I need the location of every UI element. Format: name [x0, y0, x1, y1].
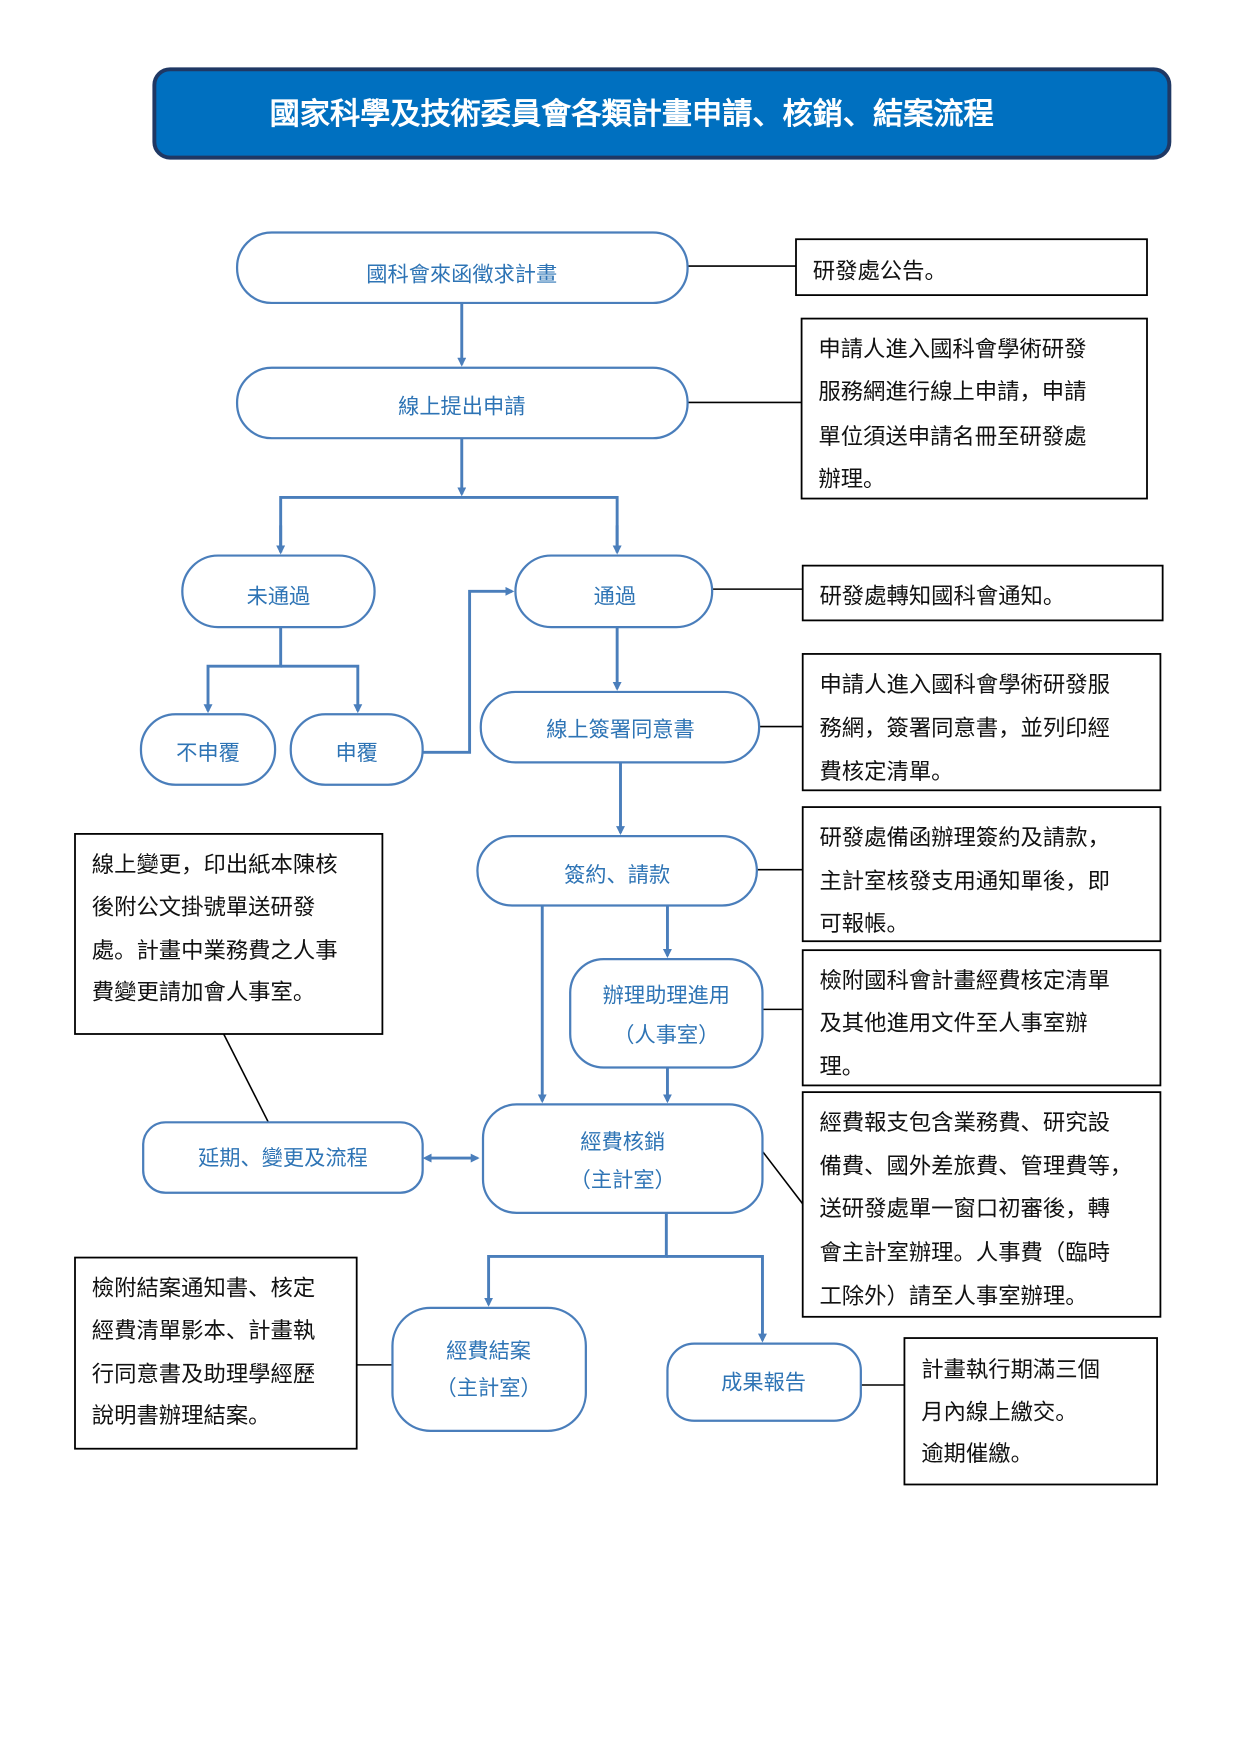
note-line: 檢附結案通知書、核定	[92, 1276, 315, 1302]
note-connectors	[222, 265, 905, 1386]
note-notify: 研發處轉知國科會通知。	[801, 564, 1164, 622]
node-label: 通過	[594, 585, 636, 610]
node-call: 國科會來函徵求計畫	[235, 231, 689, 305]
note-line: 服務網進行線上申請，申請	[818, 379, 1086, 405]
note-announce: 研發處公告。	[795, 238, 1148, 297]
node-label: 成果報告	[721, 1370, 806, 1395]
node-reimburse: 經費核銷 （主計室）	[481, 1103, 764, 1214]
node-label: （主計室）	[570, 1168, 676, 1193]
node-no-appeal: 不申覆	[139, 713, 277, 786]
node-pass: 通過	[514, 554, 714, 629]
note-line: 理。	[819, 1054, 864, 1080]
note-line: 線上變更，印出紙本陳核	[92, 852, 338, 878]
note-line: 處。計畫中業務費之人事	[92, 938, 338, 964]
note-line: 行同意書及助理學經歷	[92, 1362, 315, 1388]
note-line: 研發處公告。	[813, 258, 947, 284]
note-contract: 研發處備函辦理簽約及請款， 主計室核發支用通知單後，即 可報帳。	[801, 806, 1162, 943]
note-line: 申請人進入國科會學術研發	[818, 337, 1086, 363]
note-line: 檢附國科會計畫經費核定清單	[819, 968, 1109, 994]
node-label: 經費核銷	[580, 1130, 665, 1155]
flow-arrows	[203, 302, 767, 1343]
node-label: 線上提出申請	[398, 395, 525, 420]
node-assistant: 辦理助理進用 （人事室）	[569, 957, 764, 1069]
note-line: 申請人進入國科會學術研發服	[819, 672, 1109, 698]
page-title: 國家科學及技術委員會各類計畫申請、核銷、結案流程	[270, 96, 994, 132]
node-consent: 線上簽署同意書	[479, 690, 761, 764]
note-line: 可報帳。	[819, 911, 908, 937]
note-line: 辦理。	[818, 466, 885, 492]
note-change: 線上變更，印出紙本陳核 後附公文掛號單送研發 處。計畫中業務費之人事 費變更請加…	[74, 833, 384, 1035]
note-reimburse: 經費報支包含業務費、研究設 備費、國外差旅費、管理費等， 送研發處單一窗口初審後…	[801, 1091, 1162, 1318]
node-fail: 未通過	[181, 554, 376, 629]
note-line: 研發處轉知國科會通知。	[819, 584, 1065, 610]
node-label: 辦理助理進用	[603, 984, 730, 1009]
note-line: 主計室核發支用通知單後，即	[819, 869, 1109, 895]
note-line: 單位須送申請名冊至研發處	[818, 424, 1086, 450]
note-report: 計畫執行期滿三個 月內線上繳交。 逾期催繳。	[903, 1337, 1158, 1486]
note-consent: 申請人進入國科會學術研發服 務網，簽署同意書，並列印經 費核定清單。	[801, 653, 1162, 792]
node-label: 未通過	[247, 585, 311, 610]
note-line: 及其他進用文件至人事室辦	[819, 1011, 1087, 1037]
note-line: 逾期催繳。	[921, 1441, 1033, 1467]
note-line: 送研發處單一窗口初審後，轉	[819, 1196, 1109, 1222]
note-line: 經費報支包含業務費、研究設	[819, 1110, 1109, 1136]
note-line: 務網，簽署同意書，並列印經	[819, 716, 1109, 742]
note-line: 經費清單影本、計畫執	[92, 1318, 315, 1344]
note-line: 工除外）請至人事室辦理。	[819, 1283, 1087, 1309]
node-closing: 經費結案 （主計室）	[391, 1306, 587, 1432]
node-label: （主計室）	[436, 1376, 542, 1401]
note-line: 會主計室辦理。人事費（臨時	[819, 1240, 1109, 1266]
node-label: 申覆	[335, 741, 377, 766]
node-appeal: 申覆	[289, 713, 424, 786]
note-apply: 申請人進入國科會學術研發 服務網進行線上申請，申請 單位須送申請名冊至研發處 辦…	[800, 317, 1148, 500]
note-line: 計畫執行期滿三個	[921, 1357, 1100, 1383]
node-label: 簽約、請款	[564, 863, 670, 888]
note-line: 費變更請加會人事室。	[92, 979, 315, 1005]
note-line: 費核定清單。	[819, 759, 953, 785]
node-extension: 延期、變更及流程	[142, 1121, 424, 1194]
node-contract: 簽約、請款	[476, 835, 758, 907]
note-line: 月內線上繳交。	[921, 1400, 1077, 1426]
node-label: 國科會來函徵求計畫	[366, 263, 557, 288]
title-banner: 國家科學及技術委員會各類計畫申請、核銷、結案流程	[152, 67, 1172, 160]
node-label: 不申覆	[176, 741, 240, 766]
note-line: 研發處備函辦理簽約及請款，	[819, 825, 1109, 851]
node-label: 經費結案	[446, 1339, 531, 1364]
node-label: 延期、變更及流程	[198, 1146, 368, 1171]
node-apply: 線上提出申請	[235, 366, 689, 440]
node-label: （人事室）	[613, 1023, 719, 1048]
note-closing: 檢附結案通知書、核定 經費清單影本、計畫執 行同意書及助理學經歷 說明書辦理結案…	[74, 1256, 358, 1450]
node-report: 成果報告	[666, 1342, 862, 1422]
note-line: 後附公文掛號單送研發	[92, 894, 315, 920]
note-line: 說明書辦理結案。	[92, 1403, 271, 1429]
note-assistant: 檢附國科會計畫經費核定清單 及其他進用文件至人事室辦 理。	[801, 949, 1162, 1087]
note-line: 備費、國外差旅費、管理費等，	[819, 1154, 1132, 1180]
node-label: 線上簽署同意書	[546, 718, 695, 743]
